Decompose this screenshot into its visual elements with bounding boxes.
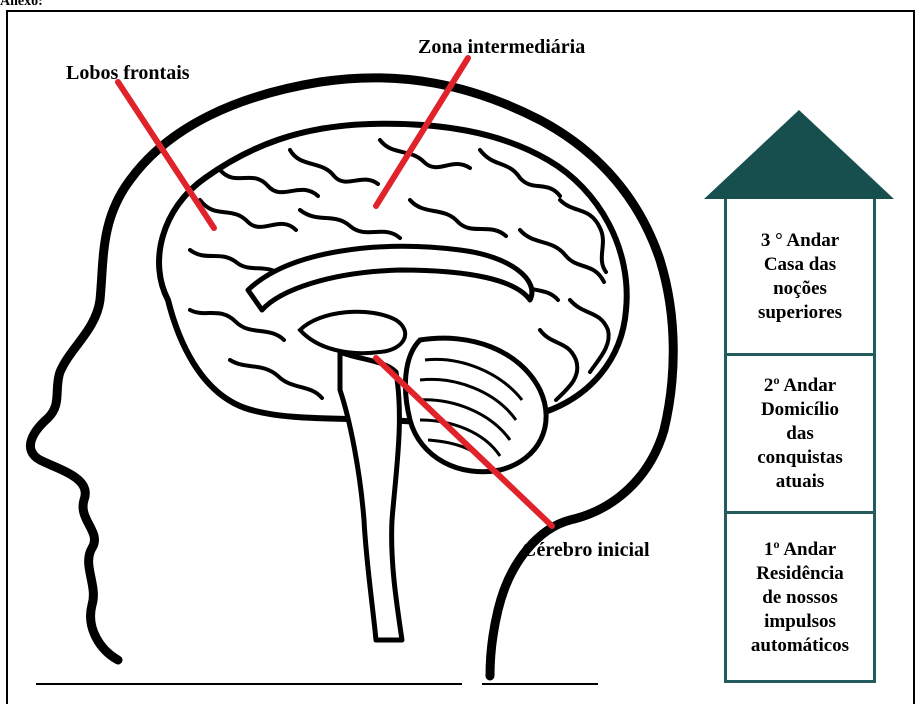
- floor-2-line-5: atuais: [776, 470, 825, 494]
- floor-1-line-4: impulsos: [764, 610, 836, 634]
- floor-base: [724, 680, 876, 683]
- pointer-frontal-lobes: [118, 82, 214, 228]
- floor-2-line-1: 2º Andar: [764, 374, 836, 398]
- floor-1: 1º Andar Residência de nossos impulsos a…: [724, 514, 876, 681]
- floor-1-line-5: automáticos: [751, 634, 849, 658]
- floor-3-line-2: Casa das: [764, 253, 836, 277]
- floor-3-line-3: noções: [773, 277, 827, 301]
- answer-rule-left: [36, 683, 462, 685]
- floor-2-line-4: conquistas: [757, 446, 843, 470]
- brainstem: [340, 352, 402, 640]
- answer-rule-right: [482, 683, 598, 685]
- floor-2-line-3: das: [786, 422, 813, 446]
- floor-2: 2º Andar Domicílio das conquistas atuais: [724, 356, 876, 511]
- floor-1-line-1: 1º Andar: [764, 538, 836, 562]
- floor-2-line-2: Domicílio: [761, 398, 839, 422]
- label-frontal-lobes: Lobos frontais: [66, 62, 190, 85]
- floor-1-line-3: de nossos: [762, 586, 838, 610]
- floor-3-line-4: superiores: [758, 301, 842, 325]
- floor-3-line-1: 3 ° Andar: [761, 229, 839, 253]
- arrow-roof: [704, 110, 894, 199]
- floor-3: 3 ° Andar Casa das noções superiores: [724, 199, 876, 354]
- label-initial-brain: Cérebro inicial: [522, 539, 650, 562]
- label-intermediate-zone: Zona intermediária: [418, 36, 585, 59]
- floor-1-line-2: Residência: [756, 562, 844, 586]
